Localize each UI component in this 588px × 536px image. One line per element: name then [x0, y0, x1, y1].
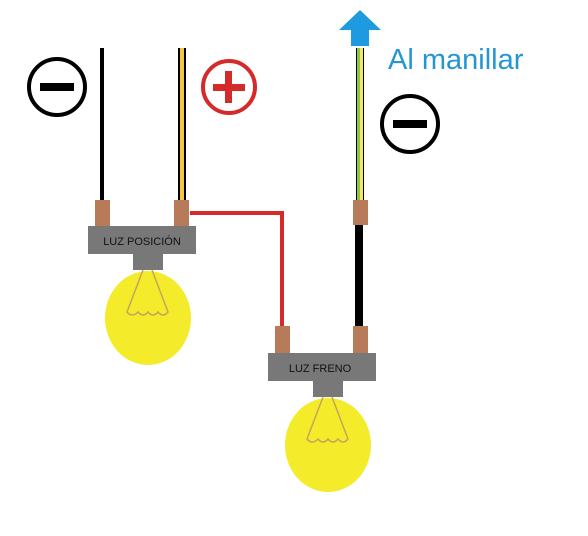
- negative-terminal-symbol-right: [380, 94, 440, 154]
- position-light-bulb: [105, 269, 191, 365]
- negative-terminal-symbol-left: [27, 57, 87, 117]
- position-light-socket: [88, 226, 196, 254]
- positive-terminal-symbol: [201, 59, 257, 115]
- handlebar-wire-green-yellow: [356, 48, 364, 200]
- jumper-wire-red: [190, 211, 284, 328]
- brake-light-terminal-left: [275, 326, 290, 353]
- brake-light-label: LUZ FRENO: [289, 363, 352, 375]
- position-light-label: LUZ POSICIÓN: [103, 235, 181, 248]
- up-arrow-icon: [339, 10, 381, 46]
- brake-light-bulb-base: [313, 381, 343, 397]
- al-manillar-label: Al manillar: [388, 44, 524, 76]
- position-light-terminal-negative: [95, 200, 110, 226]
- position-light-terminal-positive: [174, 200, 189, 226]
- brake-light-terminal-right: [353, 326, 368, 353]
- negative-wire-black: [100, 48, 104, 200]
- brake-light-socket: [268, 353, 376, 381]
- positive-wire-yellow: [178, 48, 186, 200]
- brake-negative-wire-black: [355, 225, 363, 328]
- position-light-bulb-base: [133, 254, 163, 270]
- brake-light-bulb: [285, 396, 371, 492]
- handlebar-wire-connector: [353, 200, 368, 225]
